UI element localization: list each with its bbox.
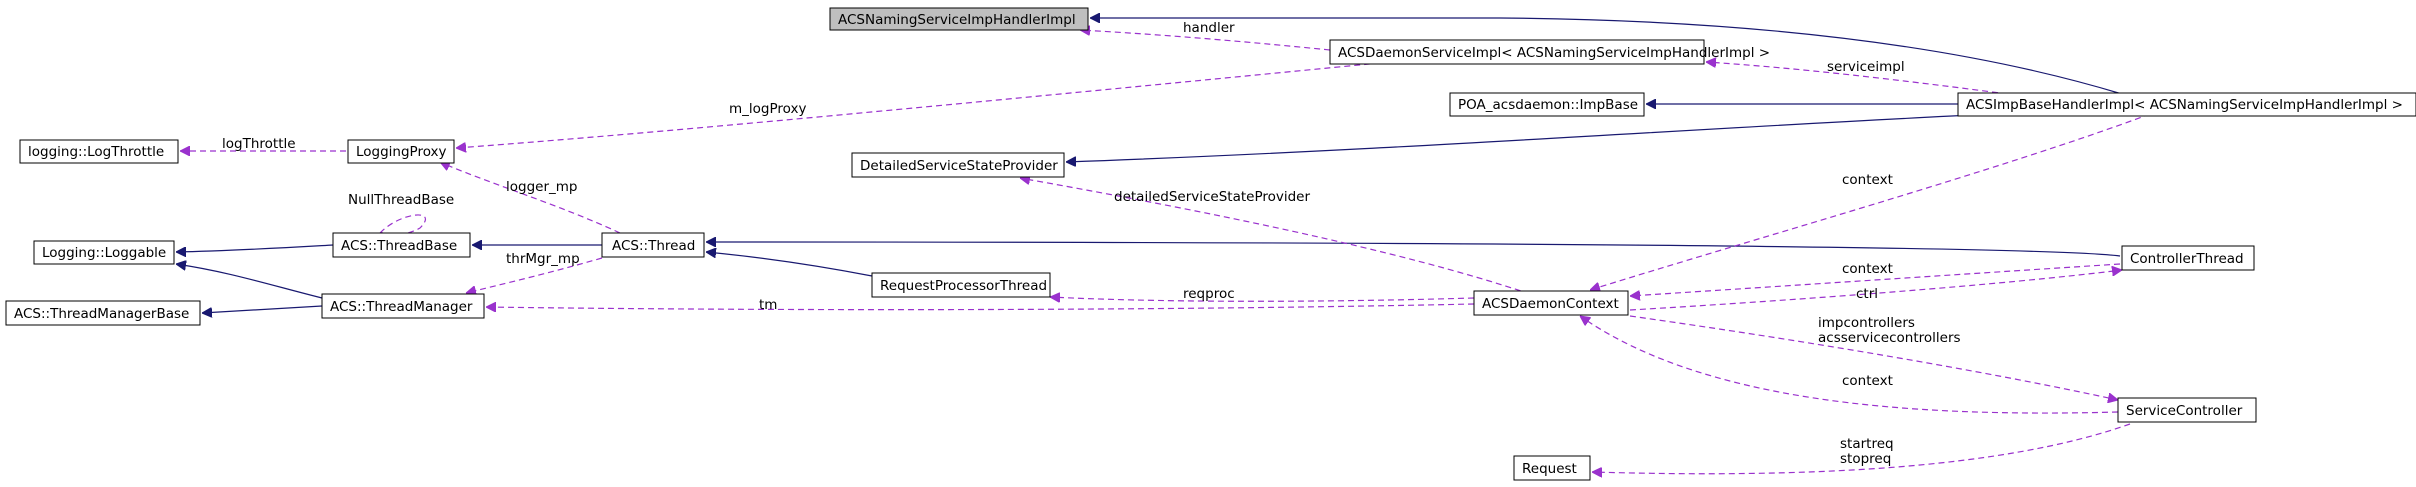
node-detailed-service-state-provider[interactable]: DetailedServiceStateProvider xyxy=(851,152,1065,178)
node-acs-threadmanagerbase[interactable]: ACS::ThreadManagerBase xyxy=(5,300,201,326)
svg-text:ACS::ThreadBase: ACS::ThreadBase xyxy=(341,238,457,254)
node-request[interactable]: Request xyxy=(1513,455,1591,481)
svg-text:ACS::ThreadManager: ACS::ThreadManager xyxy=(330,299,473,315)
edge-context-impbase xyxy=(1590,113,2151,290)
edge-label-serviceimpl: serviceimpl xyxy=(1827,59,1905,75)
edge-controller-thread-to-thread xyxy=(706,242,2121,257)
node-request-processor-thread[interactable]: RequestProcessorThread xyxy=(871,272,1051,298)
edge-logger-mp xyxy=(440,162,621,234)
edge-ctrl xyxy=(1629,270,2122,311)
edge-context-ctrl xyxy=(1630,263,2121,296)
node-controller-thread[interactable]: ControllerThread xyxy=(2121,245,2255,271)
edge-detailed-provider xyxy=(1020,178,1531,295)
edge-label-nullthreadbase: NullThreadBase xyxy=(348,192,454,208)
edge-label-context-service: context xyxy=(1842,373,1893,389)
node-acs-impbase-handler-impl[interactable]: ACSImpBaseHandlerImpl< ACSNamingServiceI… xyxy=(1957,92,2416,117)
edge-tm xyxy=(486,304,1475,310)
node-service-controller[interactable]: ServiceController xyxy=(2117,397,2257,423)
edge-reqproc xyxy=(1050,297,1475,301)
edge-impbase-handler-to-root xyxy=(1090,18,2123,95)
svg-text:ACS::Thread: ACS::Thread xyxy=(612,238,695,254)
edge-handler xyxy=(1080,30,1331,51)
edge-threadmanager-to-threadmanagerbase xyxy=(202,305,323,313)
edge-threadbase-to-loggable xyxy=(176,244,334,252)
svg-text:ACS::ThreadManagerBase: ACS::ThreadManagerBase xyxy=(14,306,189,322)
svg-text:ACSImpBaseHandlerImpl< ACSNami: ACSImpBaseHandlerImpl< ACSNamingServiceI… xyxy=(1966,97,2403,113)
node-logging-proxy[interactable]: LoggingProxy xyxy=(347,139,455,164)
edge-label-context-impbase: context xyxy=(1842,172,1893,188)
node-poa-acsdaemon-impbase[interactable]: POA_acsdaemon::ImpBase xyxy=(1449,92,1645,117)
svg-text:DetailedServiceStateProvider: DetailedServiceStateProvider xyxy=(860,158,1058,174)
node-logging-loggable[interactable]: Logging::Loggable xyxy=(33,240,175,265)
edge-m-logproxy xyxy=(456,61,1391,148)
node-acs-threadbase[interactable]: ACS::ThreadBase xyxy=(332,232,471,258)
svg-text:ACSNamingServiceImpHandlerImpl: ACSNamingServiceImpHandlerImpl xyxy=(838,12,1076,28)
edge-label-logger-mp: logger_mp xyxy=(506,179,577,195)
edge-requestprocessor-to-thread xyxy=(706,252,873,277)
svg-text:ACSDaemonServiceImpl< ACSNamin: ACSDaemonServiceImpl< ACSNamingServiceIm… xyxy=(1338,45,1770,61)
edge-requests xyxy=(1592,423,2131,474)
svg-text:logging::LogThrottle: logging::LogThrottle xyxy=(28,144,164,160)
node-acs-daemon-service-impl[interactable]: ACSDaemonServiceImpl< ACSNamingServiceIm… xyxy=(1329,39,1770,65)
edge-label-m-logproxy: m_logProxy xyxy=(729,101,806,117)
edge-label-detailed-provider: detailedServiceStateProvider xyxy=(1114,189,1310,205)
svg-text:POA_acsdaemon::ImpBase: POA_acsdaemon::ImpBase xyxy=(1458,97,1638,113)
svg-text:Request: Request xyxy=(1522,461,1577,477)
svg-text:ServiceController: ServiceController xyxy=(2126,403,2243,419)
edge-label-thrmgr-mp: thrMgr_mp xyxy=(506,251,580,267)
svg-text:LoggingProxy: LoggingProxy xyxy=(356,144,447,160)
svg-text:RequestProcessorThread: RequestProcessorThread xyxy=(880,278,1047,294)
edge-controllers xyxy=(1629,315,2118,400)
node-acs-naming-service-imp-handler-impl[interactable]: ACSNamingServiceImpHandlerImpl xyxy=(829,7,1089,31)
edge-label-tm: tm xyxy=(759,297,777,313)
edge-label-logthrottle: logThrottle xyxy=(222,136,296,152)
edge-thrmgr-mp xyxy=(466,257,603,293)
edge-impbase-handler-to-provider xyxy=(1066,113,1993,162)
edge-label-handler: handler xyxy=(1183,20,1235,36)
node-acs-threadmanager[interactable]: ACS::ThreadManager xyxy=(321,293,485,319)
edge-label-reqproc: reqproc xyxy=(1183,286,1235,302)
node-log-throttle[interactable]: logging::LogThrottle xyxy=(19,139,179,164)
svg-text:ControllerThread: ControllerThread xyxy=(2130,251,2244,267)
edge-threadmanager-to-loggable xyxy=(176,264,323,299)
edge-serviceimpl xyxy=(1706,62,2009,95)
edge-label-context-ctrl: context xyxy=(1842,261,1893,277)
node-acs-daemon-context[interactable]: ACSDaemonContext xyxy=(1473,290,1629,316)
svg-text:Logging::Loggable: Logging::Loggable xyxy=(42,245,166,261)
edge-label-ctrl: ctrl xyxy=(1856,286,1878,302)
node-acs-thread[interactable]: ACS::Thread xyxy=(601,232,705,258)
edge-context-service xyxy=(1580,316,2119,414)
svg-text:ACSDaemonContext: ACSDaemonContext xyxy=(1482,296,1619,312)
